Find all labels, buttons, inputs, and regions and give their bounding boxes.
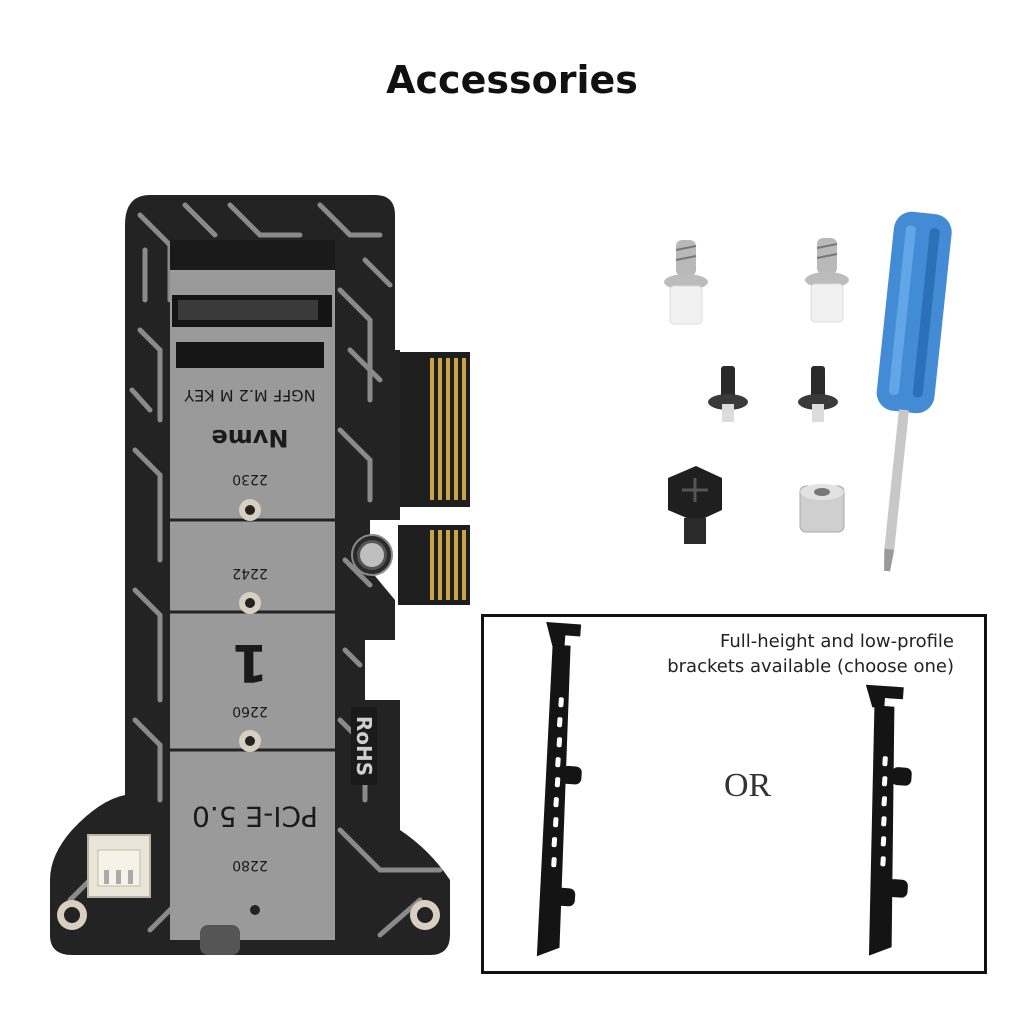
low-profile-bracket	[865, 684, 912, 956]
size-label-2242: 2242	[232, 565, 268, 581]
mount-holes	[57, 499, 440, 930]
bracket-options-box: Full-height and low-profile brackets ava…	[481, 614, 987, 974]
standoff-screw	[805, 238, 849, 323]
size-label-2230: 2230	[232, 471, 268, 487]
or-separator: OR	[724, 767, 772, 804]
bracket-caption: Full-height and low-profile brackets ava…	[624, 629, 954, 679]
brackets-illustration	[536, 622, 912, 957]
size-label-2260: 2260	[232, 703, 268, 719]
hex-screw	[668, 466, 722, 544]
led-indicator	[200, 925, 240, 955]
silver-nut	[799, 484, 845, 533]
gold-fingers	[398, 352, 470, 605]
plastic-standoff	[708, 366, 748, 422]
size-label-2280: 2280	[232, 857, 268, 873]
protocol-label: Nvme	[211, 424, 288, 452]
caption-line-2: brackets available (choose one)	[667, 656, 954, 677]
caption-line-1: Full-height and low-profile	[719, 631, 954, 652]
full-height-bracket	[536, 622, 582, 957]
fan-connector	[87, 834, 151, 898]
screwdriver	[876, 211, 952, 572]
capacitor	[351, 534, 393, 576]
interface-label: PCI-E 5.0	[192, 800, 318, 833]
standoff-screw	[664, 240, 708, 325]
rohs-label: RoHS	[352, 716, 376, 776]
key-label: NGFF M.2 M KEY	[184, 386, 316, 405]
page-title: Accessories	[386, 58, 638, 102]
slot-number: 1	[232, 632, 268, 692]
plastic-standoff	[798, 366, 838, 422]
